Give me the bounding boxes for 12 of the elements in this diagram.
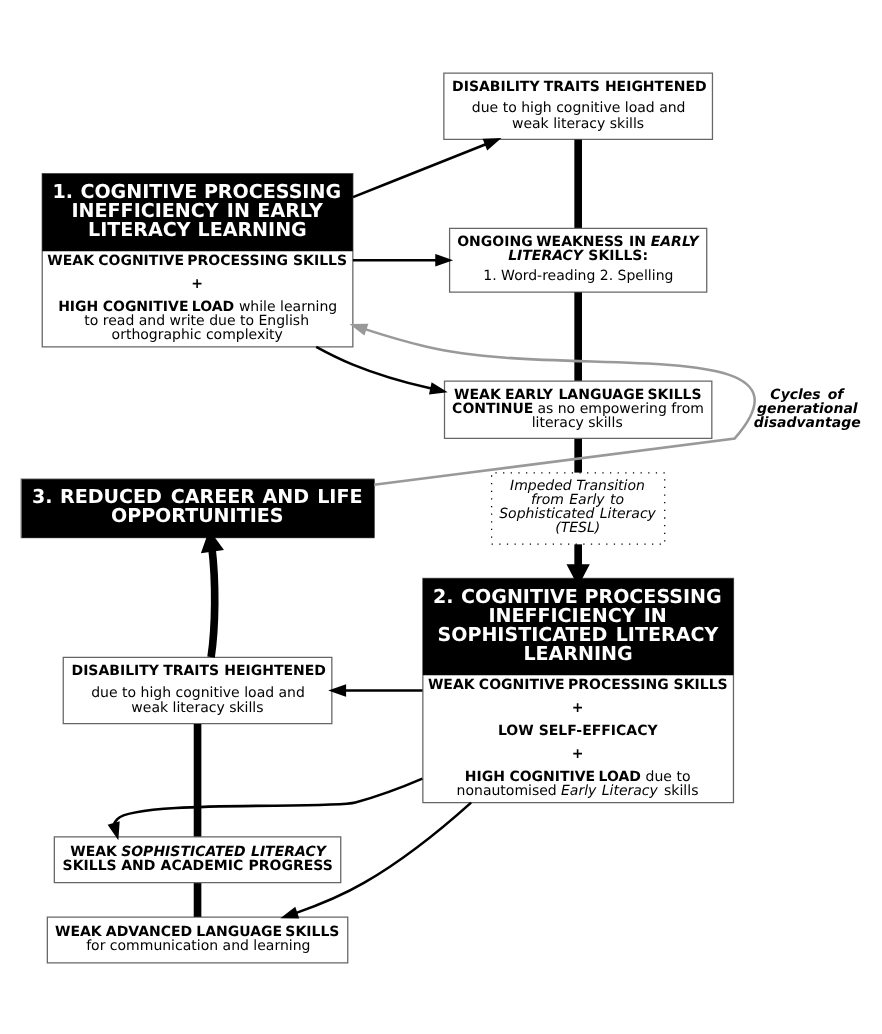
arrow xyxy=(352,252,454,266)
arrow xyxy=(107,776,423,840)
connector xyxy=(193,722,202,836)
connector xyxy=(193,882,202,916)
arrow xyxy=(280,800,472,918)
arrow xyxy=(349,322,756,486)
arrow xyxy=(328,683,423,696)
connector xyxy=(574,437,582,472)
arrow xyxy=(352,136,502,198)
connector xyxy=(574,291,582,380)
arrow xyxy=(315,344,448,394)
connector xyxy=(574,138,582,227)
